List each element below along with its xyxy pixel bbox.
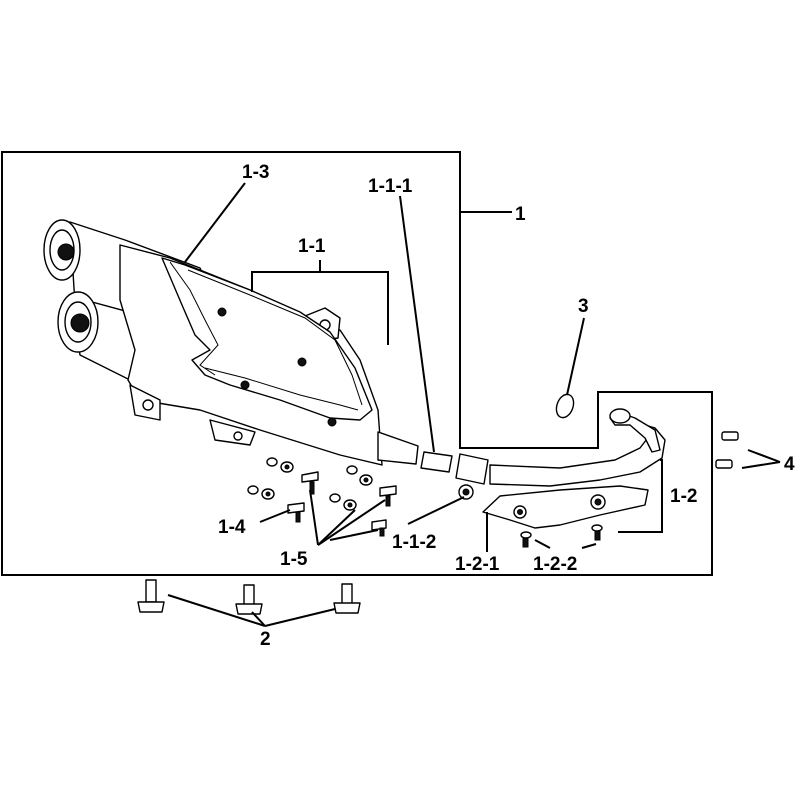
heat-shield [161, 257, 373, 427]
flange-bolts-2 [137, 579, 361, 615]
nut-1-1-2 [455, 453, 489, 500]
washers-and-nuts [247, 457, 373, 511]
label-1-2: 1-2 [670, 486, 697, 507]
label-1-2-1: 1-2-1 [455, 554, 500, 575]
label-1-5: 1-5 [280, 549, 308, 570]
label-1-3: 1-3 [242, 162, 269, 183]
label-3: 3 [578, 296, 589, 317]
label-1-1-2: 1-1-2 [392, 532, 436, 553]
exhaust-pipe [489, 408, 666, 487]
leader-lines [167, 182, 781, 627]
screws-1-2-2 [520, 524, 603, 548]
o-ring-3 [555, 393, 575, 419]
label-1-1-1: 1-1-1 [368, 176, 413, 197]
label-1-1: 1-1 [298, 236, 326, 257]
label-2: 2 [260, 629, 271, 650]
label-1: 1 [515, 204, 526, 225]
bolts-1-5 [301, 471, 397, 537]
label-1-4: 1-4 [218, 517, 246, 538]
gasket-1-1-1 [420, 451, 453, 473]
label-4: 4 [784, 454, 795, 475]
bolt-1-4 [287, 502, 305, 523]
label-1-2-2: 1-2-2 [533, 554, 577, 575]
pipe-guard [482, 485, 649, 529]
stud-bolts-4 [715, 431, 739, 469]
assembly-frame [1, 151, 713, 576]
